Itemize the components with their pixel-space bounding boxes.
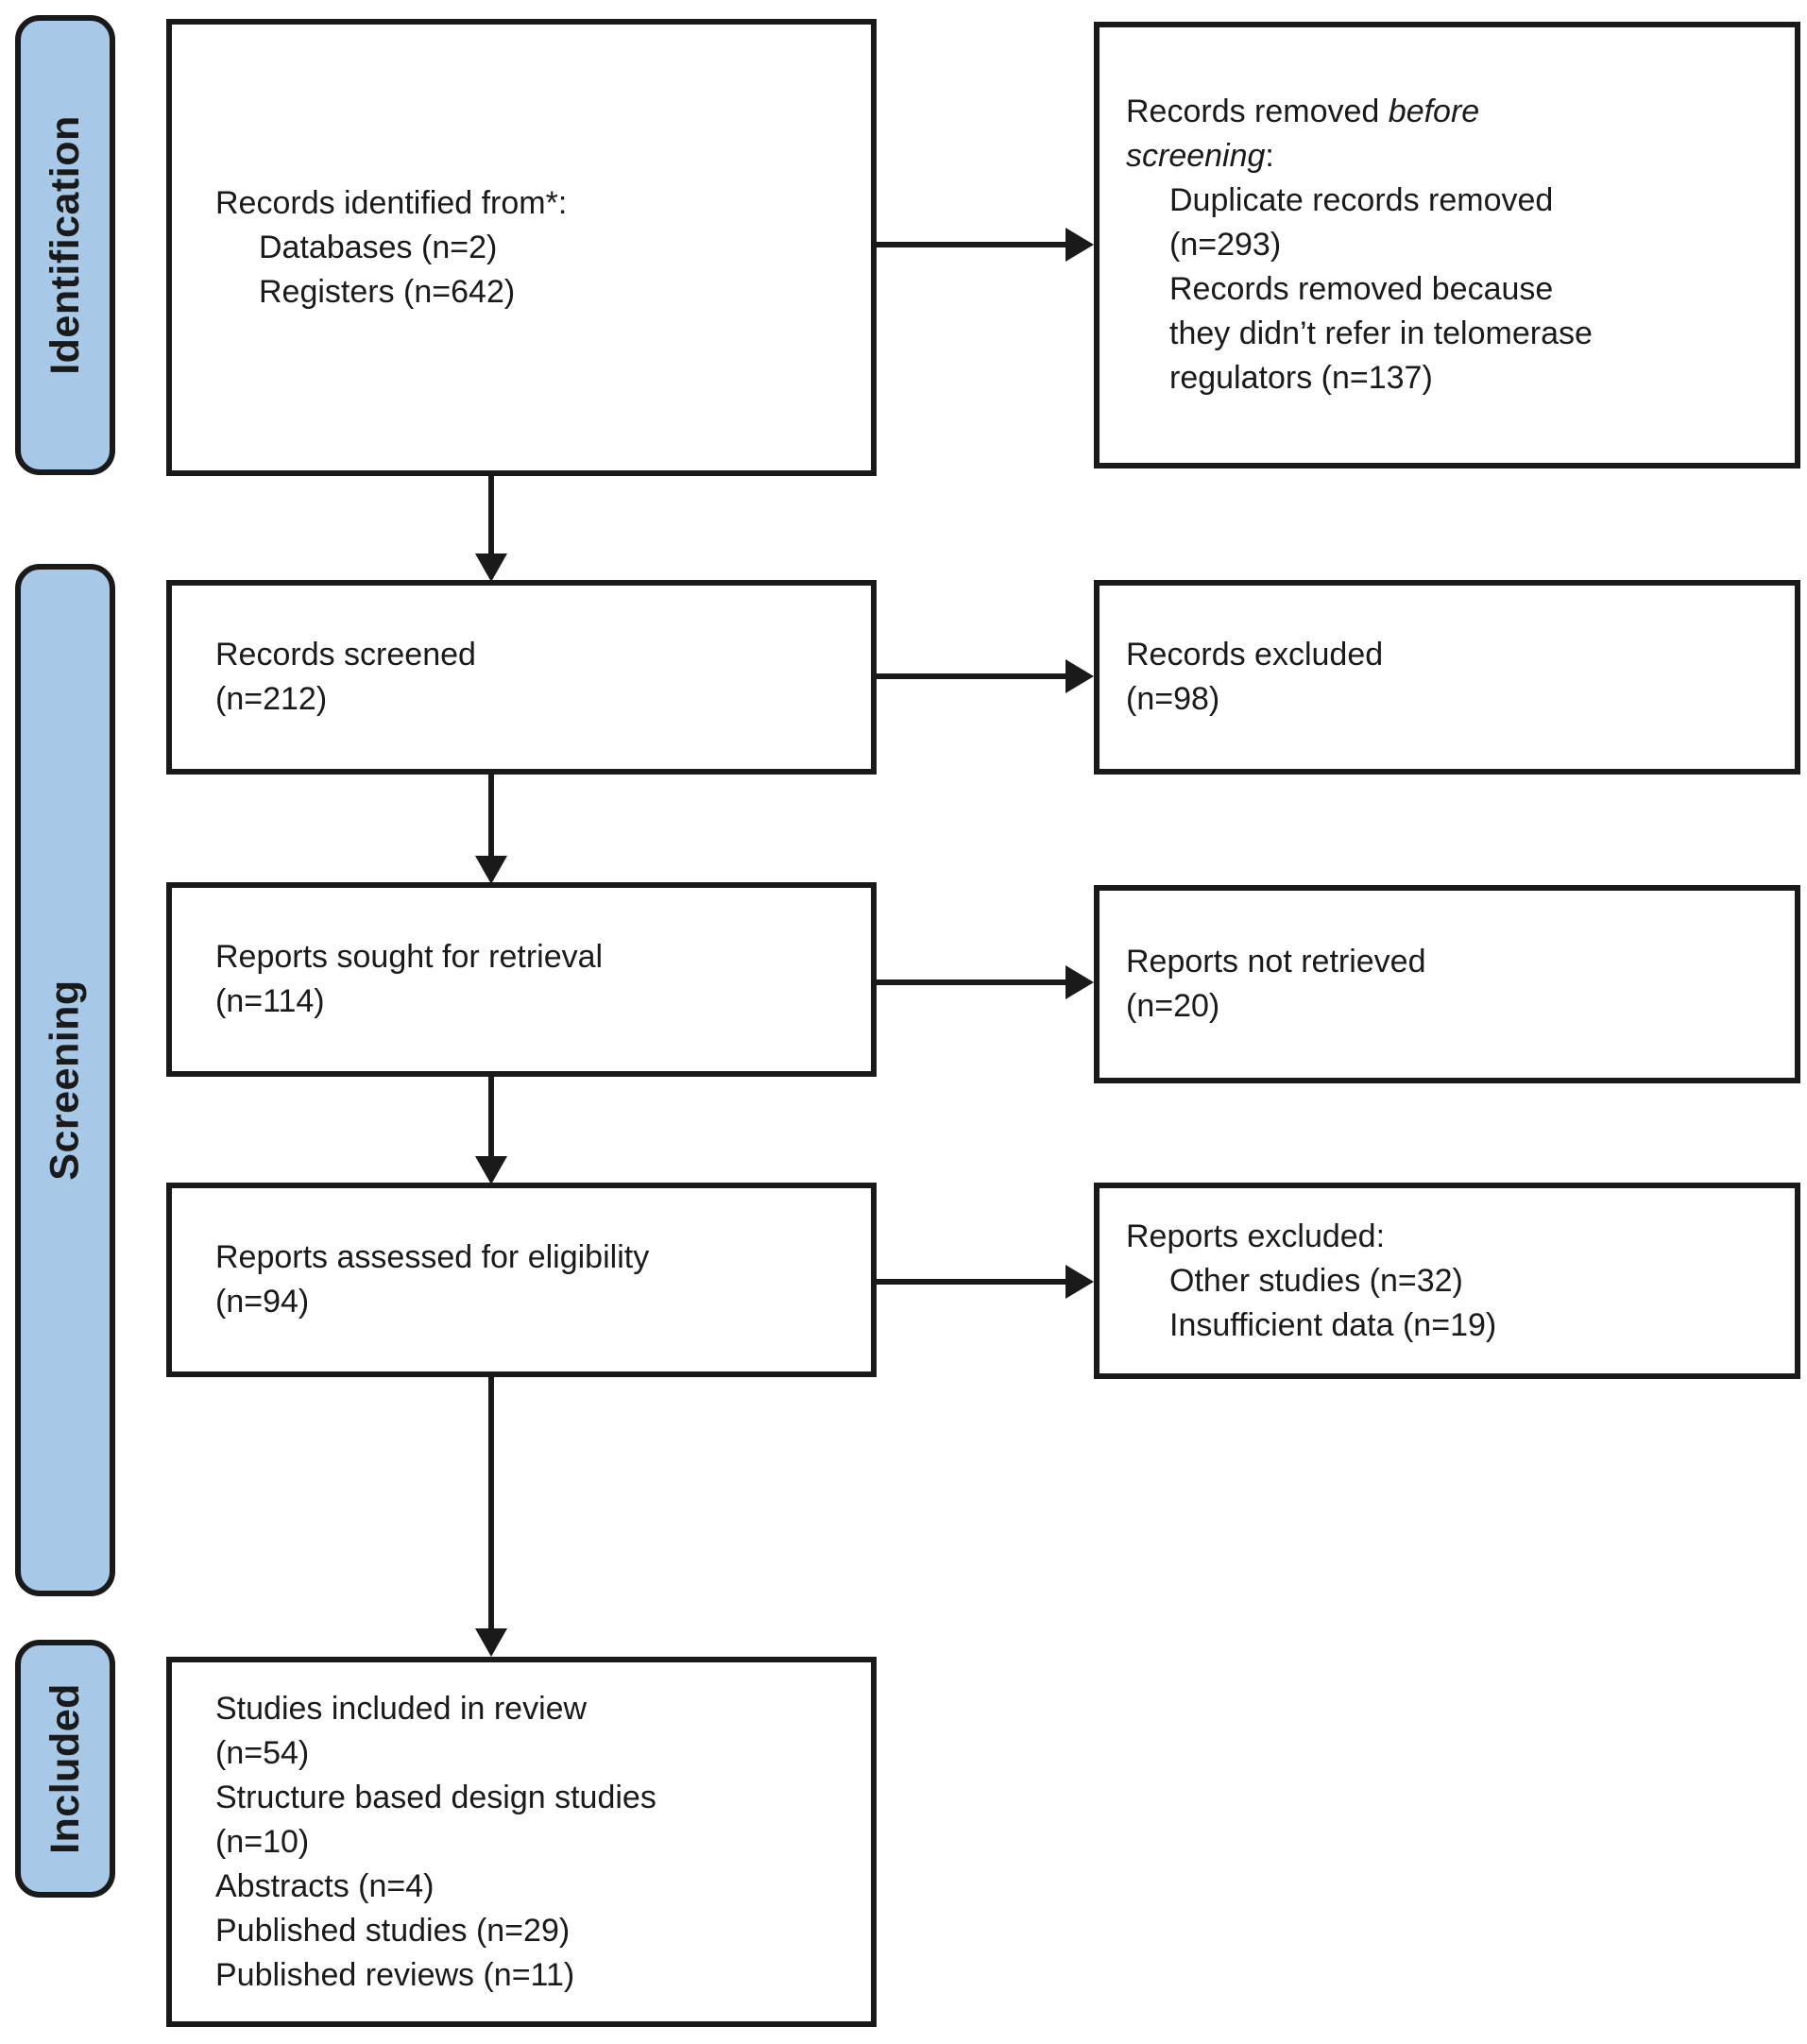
box-reports-not-retrieved: Reports not retrieved (n=20) <box>1094 885 1800 1083</box>
stage-bar-screening: Screening <box>15 564 115 1596</box>
arrow-identified-to-screened <box>475 476 507 582</box>
box-text-line: (n=98) <box>1126 681 1220 717</box>
arrow-down-head <box>475 1628 507 1657</box>
box-text-line: (n=10) <box>215 1823 310 1860</box>
box-studies-included: Studies included in review (n=54) Structur… <box>166 1657 877 2027</box>
box-text-line: (n=212) <box>215 681 328 717</box>
box-text-line: Published studies (n=29) <box>215 1912 571 1949</box>
box-text-line: Records excluded <box>1126 637 1384 673</box>
arrow-down-head <box>475 856 507 884</box>
box-text-line: Reports sought for retrieval <box>215 939 604 975</box>
arrow-shaft <box>877 673 1067 679</box>
arrow-assessed-to-reports-excluded <box>877 1265 1094 1299</box>
arrow-sought-to-assessed <box>475 1077 507 1184</box>
stage-label-identification: Identification <box>42 115 88 375</box>
box-text-line: Reports excluded: <box>1126 1218 1386 1254</box>
arrow-screened-to-sought <box>475 775 507 884</box>
arrow-assessed-to-included <box>475 1377 507 1657</box>
stage-label-included: Included <box>42 1683 88 1854</box>
arrow-shaft <box>877 979 1067 985</box>
box-text-line: Databases (n=2) <box>259 229 498 265</box>
box-text-line: Insufficient data (n=19) <box>1169 1306 1497 1343</box>
box-text-line: Registers (n=642) <box>259 273 516 310</box>
box-text-line: Reports not retrieved <box>1126 944 1426 979</box>
box-text-line: Records screened <box>215 637 476 673</box>
arrow-shaft <box>877 1279 1067 1285</box>
box-text-line: Records identified from*: <box>215 184 568 221</box>
stage-label-screening: Screening <box>42 979 88 1181</box>
box-reports-assessed: Reports assessed for eligibility (n=94) <box>166 1183 877 1377</box>
box-reports-sought: Reports sought for retrieval (n=114) <box>166 882 877 1077</box>
box-text-line: Duplicate records removed <box>1169 182 1554 218</box>
arrow-right-head <box>1065 659 1094 693</box>
arrow-down-head <box>475 554 507 582</box>
arrow-right-head <box>1065 965 1094 999</box>
arrow-right-head <box>1065 1265 1094 1299</box>
arrow-shaft <box>488 1377 494 1630</box>
box-reports-excluded: Reports excluded: Other studies (n=32) Ins… <box>1094 1183 1800 1379</box>
arrow-down-head <box>475 1156 507 1184</box>
stage-bar-identification: Identification <box>15 15 115 475</box>
box-records-removed-before-screening: Records removed before screening: Duplicat… <box>1094 22 1800 468</box>
box-text-line: Studies included in review <box>215 1690 588 1727</box>
box-records-screened: Records screened (n=212) <box>166 580 877 775</box>
stage-bar-included: Included <box>15 1640 115 1898</box>
box-text-line: screening: <box>1126 138 1274 174</box>
arrow-right-head <box>1065 228 1094 262</box>
arrow-identified-to-removed <box>877 228 1094 262</box>
box-text-line: (n=54) <box>215 1734 310 1771</box>
arrow-shaft <box>488 775 494 858</box>
box-text-line: Records removed before <box>1126 94 1480 129</box>
box-text-line: Reports assessed for eligibility <box>215 1239 650 1275</box>
box-text-line: (n=94) <box>215 1284 310 1320</box>
arrow-screened-to-excluded <box>877 659 1094 693</box>
arrow-shaft <box>877 242 1067 247</box>
box-text-line: Records removed because <box>1169 271 1554 307</box>
box-text-line: Abstracts (n=4) <box>215 1867 435 1904</box>
box-text-line: Published reviews (n=11) <box>215 1956 575 1993</box>
arrow-shaft <box>488 1077 494 1158</box>
box-text-line: regulators (n=137) <box>1169 360 1433 396</box>
box-text-line: (n=114) <box>215 983 325 1019</box>
box-text-line: Structure based design studies <box>215 1779 656 1815</box>
box-records-identified: Records identified from*: Databases (n=2)… <box>166 19 877 476</box>
box-text-line: (n=20) <box>1126 988 1220 1024</box>
box-records-excluded: Records excluded (n=98) <box>1094 580 1800 775</box>
box-text-line: they didn’t refer in telomerase <box>1169 315 1593 351</box>
box-text-line: Other studies (n=32) <box>1169 1262 1463 1299</box>
arrow-sought-to-not-retrieved <box>877 965 1094 999</box>
arrow-shaft <box>488 476 494 555</box>
box-text-line: (n=293) <box>1169 227 1282 263</box>
